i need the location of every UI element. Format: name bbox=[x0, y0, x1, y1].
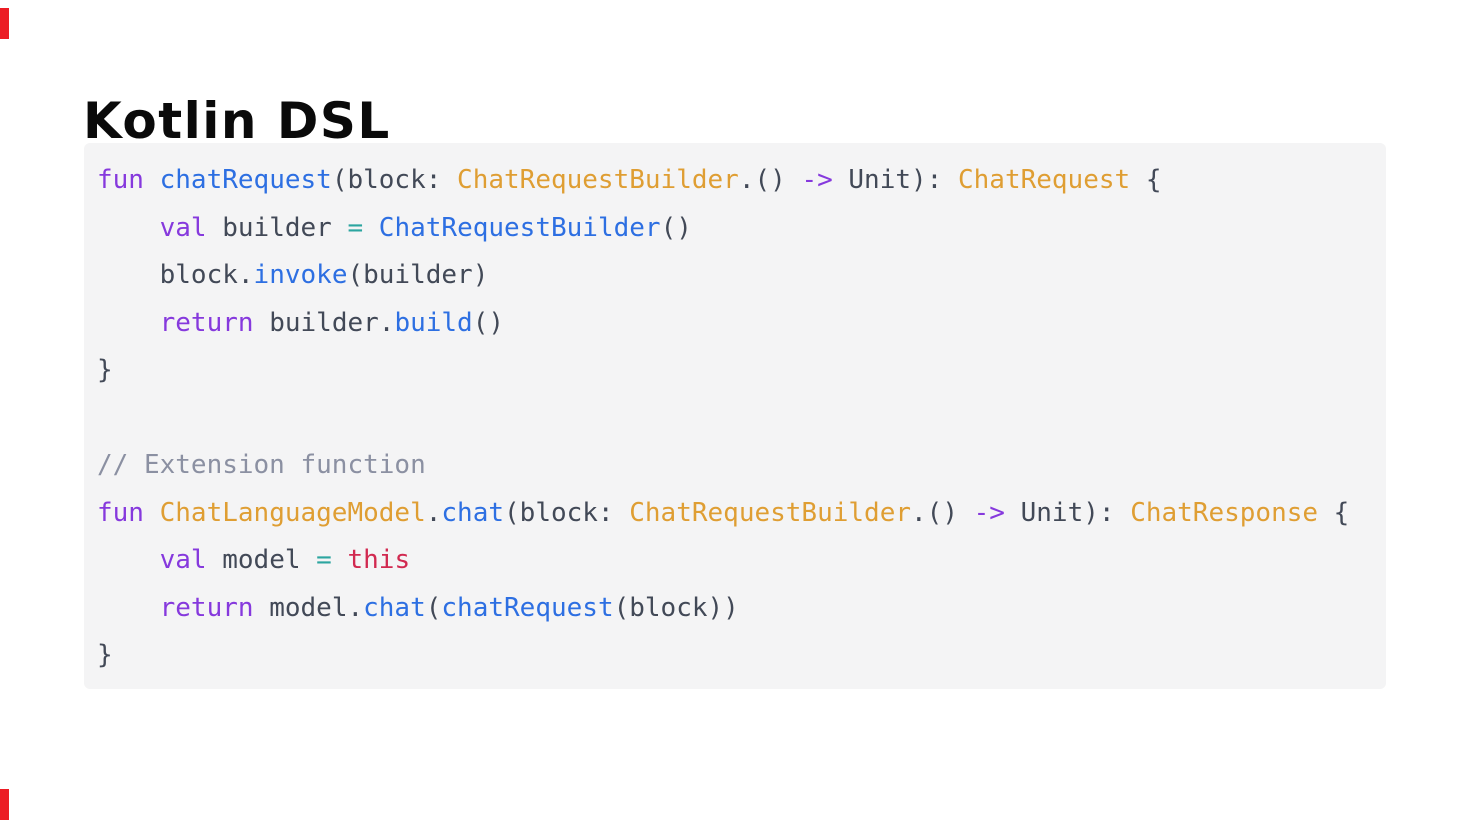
code-line: return model.chat(chatRequest(block)) bbox=[97, 585, 1376, 633]
code-token-plain: (block)) bbox=[613, 592, 739, 623]
page-title: Kotlin DSL bbox=[83, 91, 391, 150]
code-token-plain: Unit): bbox=[1004, 497, 1131, 528]
code-token-plain: } bbox=[97, 355, 113, 385]
code-token-plain: . bbox=[425, 497, 442, 528]
code-token-function: ChatRequestBuilder bbox=[378, 212, 661, 243]
code-token-plain: () bbox=[660, 212, 692, 243]
code-line: return builder.build() bbox=[97, 300, 1376, 348]
code-token-type: ChatLanguageModel bbox=[159, 497, 426, 528]
code-token-plain bbox=[332, 545, 348, 575]
code-token-keyword: return bbox=[159, 592, 254, 623]
code-line: // Extension function bbox=[97, 442, 1376, 490]
code-token-function: chat bbox=[441, 497, 505, 528]
code-line: } bbox=[97, 632, 1376, 680]
code-token-plain: model. bbox=[253, 592, 364, 623]
code-token-plain: (builder) bbox=[347, 260, 489, 290]
code-token-plain: block. bbox=[97, 260, 254, 290]
code-token-plain: (block: bbox=[504, 497, 630, 528]
code-token-plain bbox=[144, 165, 160, 195]
code-token-plain: Unit): bbox=[832, 165, 958, 195]
code-token-function: chat bbox=[363, 592, 426, 623]
code-token-operator: = bbox=[347, 212, 364, 243]
code-token-keyword: fun bbox=[97, 497, 144, 528]
code-token-function: invoke bbox=[253, 260, 348, 290]
code-token-keyword: val bbox=[159, 545, 207, 575]
code-token-comment: // Extension function bbox=[97, 450, 426, 480]
code-token-plain: (block: bbox=[331, 165, 458, 195]
code-token-plain: .() bbox=[911, 497, 974, 528]
code-token-plain bbox=[363, 213, 379, 243]
code-token-plain bbox=[97, 308, 160, 338]
corner-marker bbox=[0, 8, 9, 39]
code-token-plain: builder. bbox=[253, 307, 395, 338]
code-token-plain: { bbox=[1130, 165, 1162, 195]
code-line: fun ChatLanguageModel.chat(block: ChatRe… bbox=[97, 490, 1376, 538]
code-token-type: ChatRequest bbox=[957, 165, 1131, 195]
code-line: fun chatRequest(block: ChatRequestBuilde… bbox=[97, 157, 1376, 205]
code-line bbox=[97, 395, 1376, 443]
code-token-function: build bbox=[394, 307, 473, 338]
code-line: val model = this bbox=[97, 537, 1376, 585]
code-token-operator: = bbox=[316, 545, 332, 575]
code-token-type: ChatResponse bbox=[1130, 497, 1319, 528]
code-token-keyword: -> bbox=[801, 165, 833, 195]
code-token-plain bbox=[144, 498, 160, 528]
code-token-plain: builder bbox=[206, 212, 348, 243]
code-line: val builder = ChatRequestBuilder() bbox=[97, 205, 1376, 253]
code-token-special: this bbox=[347, 545, 411, 575]
code-token-function: chatRequest bbox=[441, 592, 614, 623]
code-token-keyword: return bbox=[159, 307, 254, 338]
code-token-plain: .() bbox=[738, 165, 802, 195]
code-token-plain: { bbox=[1318, 497, 1350, 528]
code-token-keyword: -> bbox=[973, 497, 1005, 528]
code-token-plain bbox=[97, 213, 160, 243]
code-token-plain: } bbox=[97, 640, 113, 670]
code-token-type: ChatRequestBuilder bbox=[629, 497, 912, 528]
code-token-plain bbox=[97, 545, 160, 575]
code-token-plain: ( bbox=[425, 592, 442, 623]
code-token-type: ChatRequestBuilder bbox=[457, 165, 739, 195]
code-line: } bbox=[97, 347, 1376, 395]
code-token-function: chatRequest bbox=[159, 165, 332, 195]
code-token-keyword: val bbox=[159, 212, 207, 243]
code-token-keyword: fun bbox=[97, 165, 144, 195]
corner-marker bbox=[0, 789, 9, 820]
code-token-plain: model bbox=[206, 545, 317, 575]
code-token-plain bbox=[97, 593, 160, 623]
code-token-plain: () bbox=[472, 307, 505, 338]
code-lines: fun chatRequest(block: ChatRequestBuilde… bbox=[97, 157, 1376, 680]
code-line: block.invoke(builder) bbox=[97, 252, 1376, 300]
code-block: fun chatRequest(block: ChatRequestBuilde… bbox=[84, 143, 1386, 689]
